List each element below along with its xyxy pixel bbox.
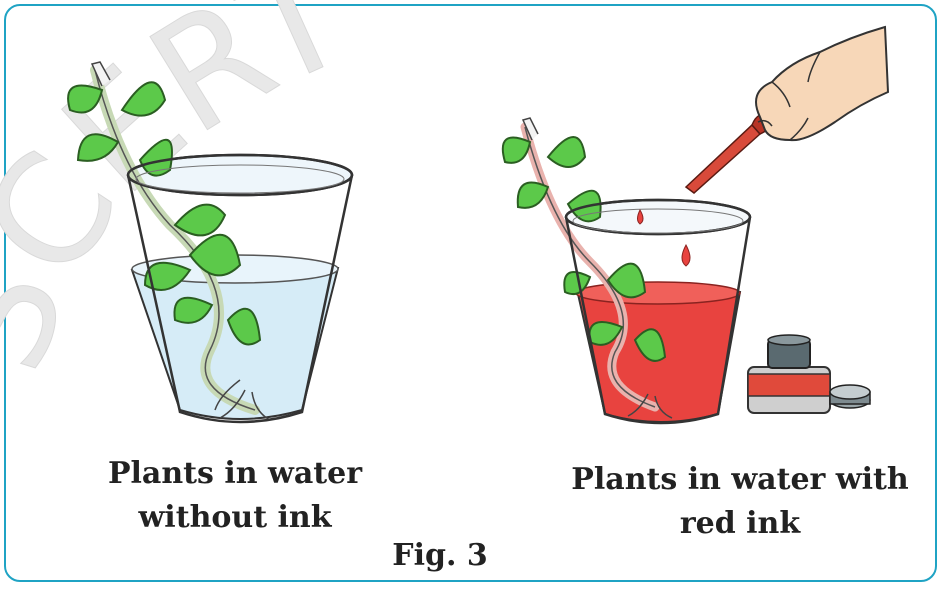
left-caption: Plants in water without ink bbox=[70, 452, 400, 540]
ink-bottle-icon bbox=[748, 335, 830, 413]
right-caption: Plants in water with red ink bbox=[555, 458, 925, 546]
left-caption-line1: Plants in water bbox=[70, 452, 400, 496]
hand-icon bbox=[756, 27, 888, 140]
dropper-icon bbox=[686, 114, 771, 193]
left-caption-line2: without ink bbox=[70, 496, 400, 540]
right-caption-line2: red ink bbox=[555, 502, 925, 546]
ink-drop bbox=[682, 245, 690, 266]
right-caption-line1: Plants in water with bbox=[555, 458, 925, 502]
plant-in-water-illustration bbox=[40, 50, 400, 455]
bottle-cap-icon bbox=[830, 385, 870, 408]
plant-in-red-ink-illustration bbox=[490, 22, 890, 427]
figure-label: Fig. 3 bbox=[360, 534, 520, 578]
